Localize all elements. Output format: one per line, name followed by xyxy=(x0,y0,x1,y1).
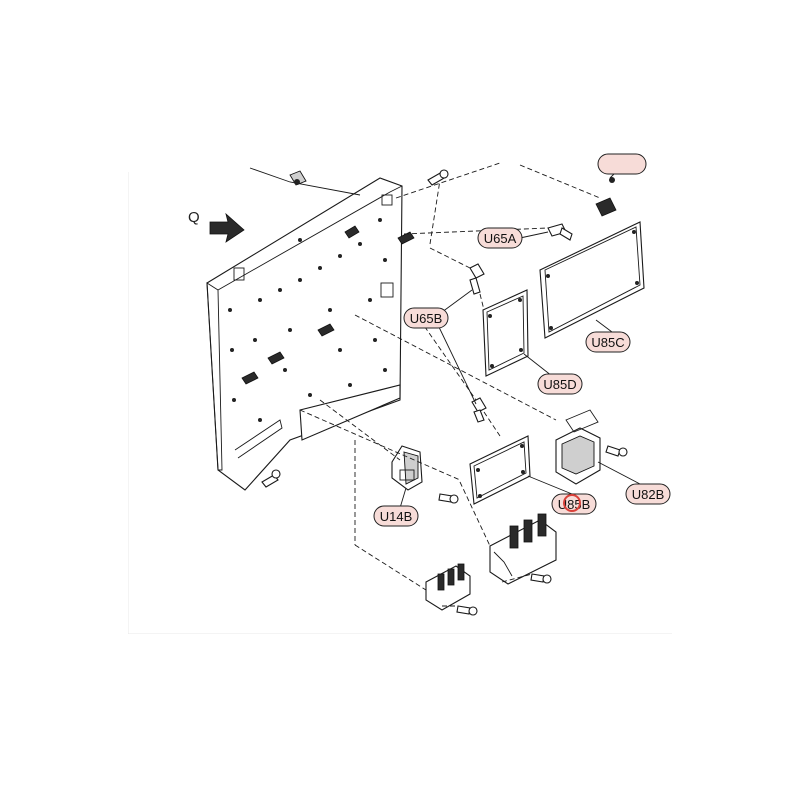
label-u65b: U65B xyxy=(403,307,449,329)
label-u82b-text: U82B xyxy=(632,487,665,502)
frame-bottom-edge xyxy=(128,633,672,634)
transformer-u82b xyxy=(555,409,601,485)
top-right-connector xyxy=(595,177,617,217)
spacer-u65a xyxy=(547,223,573,241)
pcb-u85b xyxy=(469,435,531,505)
label-u14b: U14B xyxy=(373,505,419,527)
spacer-u65b-upper xyxy=(469,263,485,295)
main-chassis-plate xyxy=(206,177,415,491)
label-u85c: U85C xyxy=(585,331,631,353)
view-marker-letter: Q xyxy=(188,209,200,226)
label-u85c-text: U85C xyxy=(591,335,624,350)
screw-right xyxy=(605,445,628,457)
spacer-u65b-lower xyxy=(471,397,487,423)
screw-top xyxy=(427,169,449,186)
pcb-u85d xyxy=(482,289,529,377)
label-u65b-text: U65B xyxy=(410,311,443,326)
screw-lower-left xyxy=(261,469,281,488)
label-u82b: U82B xyxy=(625,483,671,505)
view-direction-arrow-icon xyxy=(209,212,245,243)
chassis-clips xyxy=(241,225,415,385)
label-u65a: U65A xyxy=(477,227,523,249)
view-marker-q: Q xyxy=(188,209,245,243)
screw-terminal-right xyxy=(530,573,552,584)
screw-terminal-bottom xyxy=(456,605,478,616)
top-clip-part xyxy=(249,167,361,196)
label-u85d-text: U85D xyxy=(543,377,576,392)
screw-u14b xyxy=(438,493,459,504)
label-top-right-partial xyxy=(597,153,647,175)
leader-lines xyxy=(399,167,641,509)
label-u85d: U85D xyxy=(537,373,583,395)
label-u65a-text: U65A xyxy=(484,231,517,246)
assembly-lines xyxy=(299,162,601,607)
pcb-u85c xyxy=(539,221,645,339)
highlight-circle-icon xyxy=(563,494,581,512)
terminal-block-bottom xyxy=(425,563,471,611)
label-u14b-text: U14B xyxy=(380,509,413,524)
terminal-block-right xyxy=(489,513,557,585)
chassis-holes xyxy=(228,218,387,422)
label-u85b: U85B xyxy=(551,493,597,515)
frame-left-edge xyxy=(128,172,129,634)
